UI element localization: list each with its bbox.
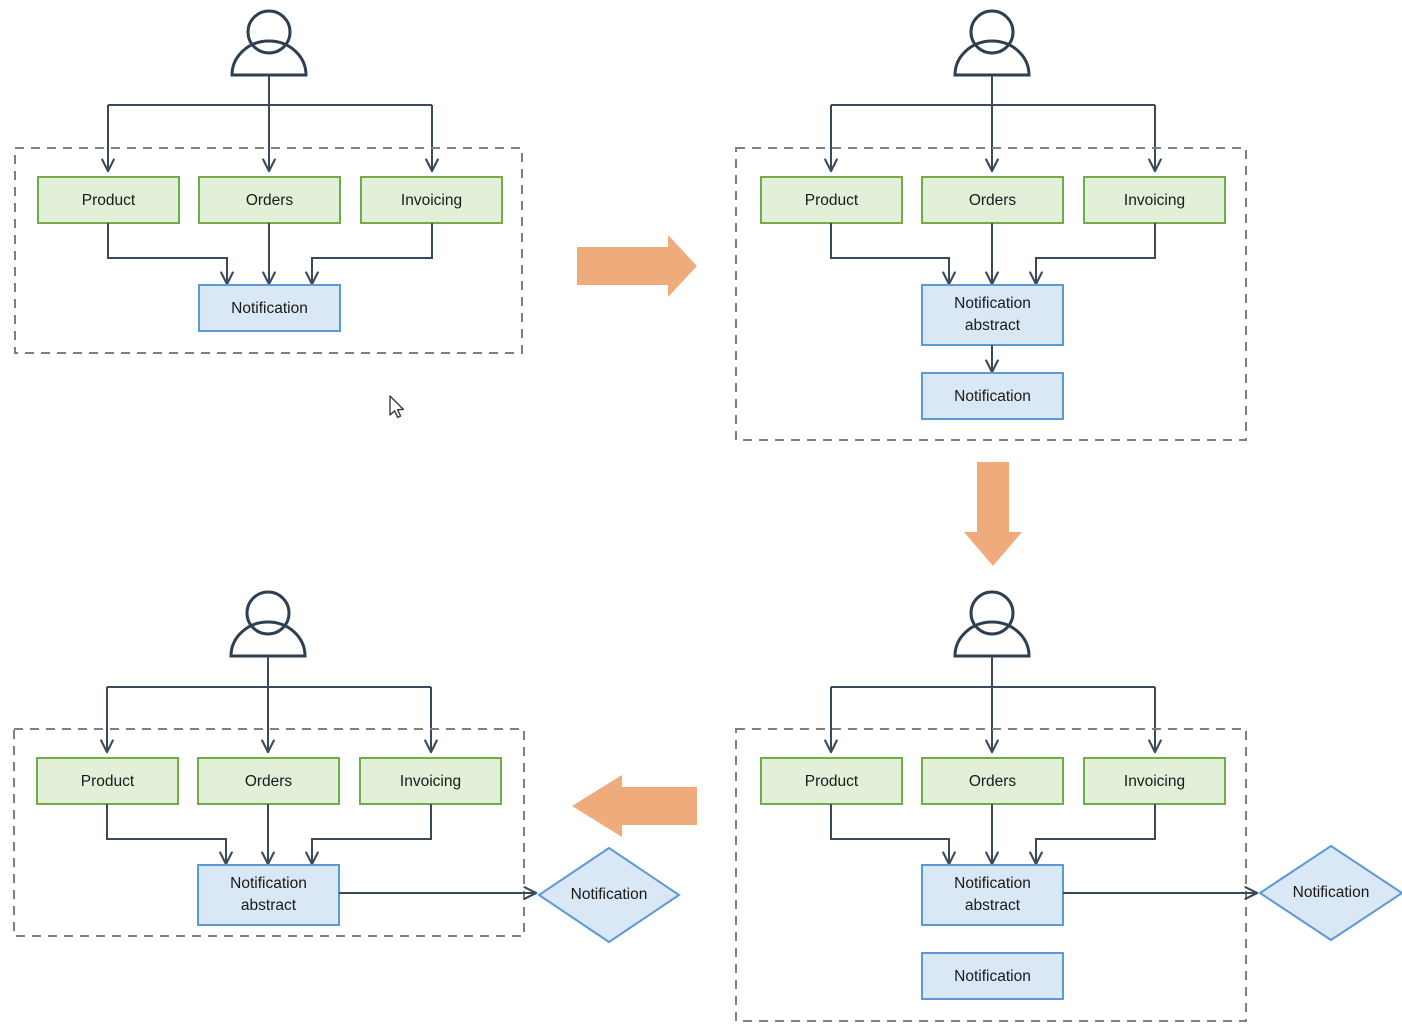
panel-2: Product Orders Invoicing Notification ab… — [735, 9, 1247, 441]
system-boundary — [735, 728, 1247, 1022]
user-actor-icon — [229, 590, 307, 658]
product-to-notification-abstract-connector — [830, 223, 956, 286]
user-actor-icon — [230, 9, 308, 77]
panel-4: Product Orders Invoicing Notification ab… — [13, 590, 681, 944]
invoicing-to-notification-connector — [305, 223, 433, 286]
flow-arrow-down-icon — [964, 462, 1022, 566]
notification-abstract-box[interactable]: Notification abstract — [197, 864, 340, 926]
service-box-product[interactable]: Product — [37, 176, 180, 224]
system-boundary — [13, 728, 525, 937]
system-boundary — [735, 147, 1247, 441]
flow-arrow-right-icon — [577, 235, 697, 297]
service-box-product[interactable]: Product — [36, 757, 179, 805]
notification-box[interactable]: Notification — [198, 284, 341, 332]
user-actor-icon — [953, 590, 1031, 658]
invoicing-to-notification-abstract-connector — [1029, 223, 1156, 286]
panel-3: Product Orders Invoicing Notification ab… — [735, 590, 1402, 1022]
service-box-invoicing[interactable]: Invoicing — [1083, 757, 1226, 805]
invoicing-to-notification-abstract-connector — [305, 804, 432, 866]
invoicing-to-notification-abstract-connector — [1029, 804, 1156, 866]
notification-diamond[interactable]: Notification — [1258, 844, 1402, 942]
mouse-cursor-icon — [389, 395, 405, 419]
service-box-invoicing[interactable]: Invoicing — [360, 176, 503, 224]
service-box-product[interactable]: Product — [760, 176, 903, 224]
notification-abstract-box[interactable]: Notification abstract — [921, 864, 1064, 926]
notification-box[interactable]: Notification — [921, 372, 1064, 420]
user-actor-icon — [953, 9, 1031, 77]
product-to-notification-connector — [107, 223, 234, 286]
service-box-invoicing[interactable]: Invoicing — [1083, 176, 1226, 224]
service-box-orders[interactable]: Orders — [921, 757, 1064, 805]
notification-box[interactable]: Notification — [921, 952, 1064, 1000]
notification-abstract-box[interactable]: Notification abstract — [921, 284, 1064, 346]
panel-1: Product Orders Invoicing Notification — [14, 9, 523, 354]
service-box-orders[interactable]: Orders — [197, 757, 340, 805]
service-box-orders[interactable]: Orders — [921, 176, 1064, 224]
flow-arrow-left-icon — [572, 775, 697, 837]
service-box-orders[interactable]: Orders — [198, 176, 341, 224]
service-box-product[interactable]: Product — [760, 757, 903, 805]
product-to-notification-abstract-connector — [106, 804, 233, 866]
product-to-notification-abstract-connector — [830, 804, 956, 866]
system-boundary — [14, 147, 523, 354]
service-box-invoicing[interactable]: Invoicing — [359, 757, 502, 805]
notification-diamond[interactable]: Notification — [537, 846, 681, 944]
